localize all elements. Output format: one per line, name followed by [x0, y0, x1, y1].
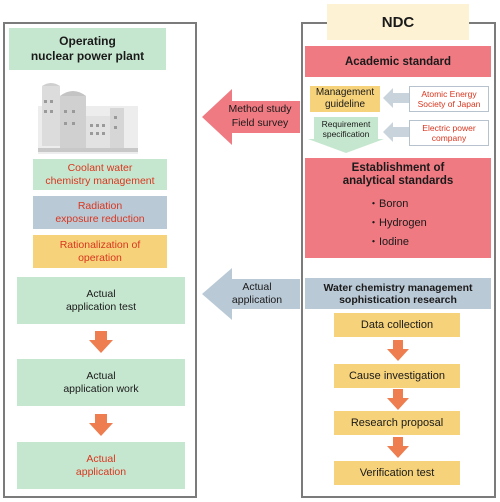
- down-arrow-icon: [89, 414, 113, 436]
- step-verification-test: Verification test: [334, 461, 460, 485]
- actual-application-box: Actual application: [17, 442, 185, 489]
- coolant-water-box: Coolant water chemistry management: [33, 159, 167, 190]
- down-arrow-icon: [89, 331, 113, 353]
- analytical-item-boron: ・Boron: [368, 198, 409, 210]
- left-arrow-icon: [383, 88, 409, 108]
- electric-power-company-box: Electric power company: [409, 120, 489, 146]
- rationalization-box: Rationalization of operation: [33, 235, 167, 268]
- analytical-standards-title: Establishment of analytical standards: [342, 162, 454, 187]
- down-arrow-icon: [387, 437, 409, 458]
- method-study-label: Method study Field survey: [228, 103, 292, 129]
- step-data-collection: Data collection: [334, 313, 460, 337]
- atomic-energy-society-box: Atomic Energy Society of Japan: [409, 86, 489, 112]
- analytical-item-iodine: ・Iodine: [368, 236, 409, 248]
- step-cause-investigation: Cause investigation: [334, 364, 460, 388]
- power-plant-illustration: [38, 83, 138, 154]
- actual-application-arrow: [202, 268, 300, 320]
- management-guideline-box: Management guideline: [310, 86, 380, 112]
- requirement-arrow: [308, 117, 384, 153]
- left-arrow-icon: [383, 122, 409, 142]
- method-study-arrow: [202, 89, 300, 145]
- step-research-proposal: Research proposal: [334, 411, 460, 435]
- academic-standard-box: Academic standard: [305, 46, 491, 77]
- ndc-header: NDC: [327, 4, 469, 40]
- research-title-box: Water chemistry management sophisticatio…: [305, 278, 491, 309]
- requirement-specification-label: Requirement specification: [321, 119, 371, 139]
- plant-title: Operating nuclear power plant: [9, 28, 166, 70]
- actual-application-label: Actual application: [231, 281, 283, 306]
- radiation-reduction-box: Radiation exposure reduction: [33, 196, 167, 229]
- analytical-standards-box: [305, 158, 491, 258]
- analytical-item-hydrogen: ・Hydrogen: [368, 217, 427, 229]
- actual-application-work-box: Actual application work: [17, 359, 185, 406]
- actual-application-test-box: Actual application test: [17, 277, 185, 324]
- down-arrow-icon: [387, 389, 409, 410]
- down-arrow-icon: [387, 340, 409, 361]
